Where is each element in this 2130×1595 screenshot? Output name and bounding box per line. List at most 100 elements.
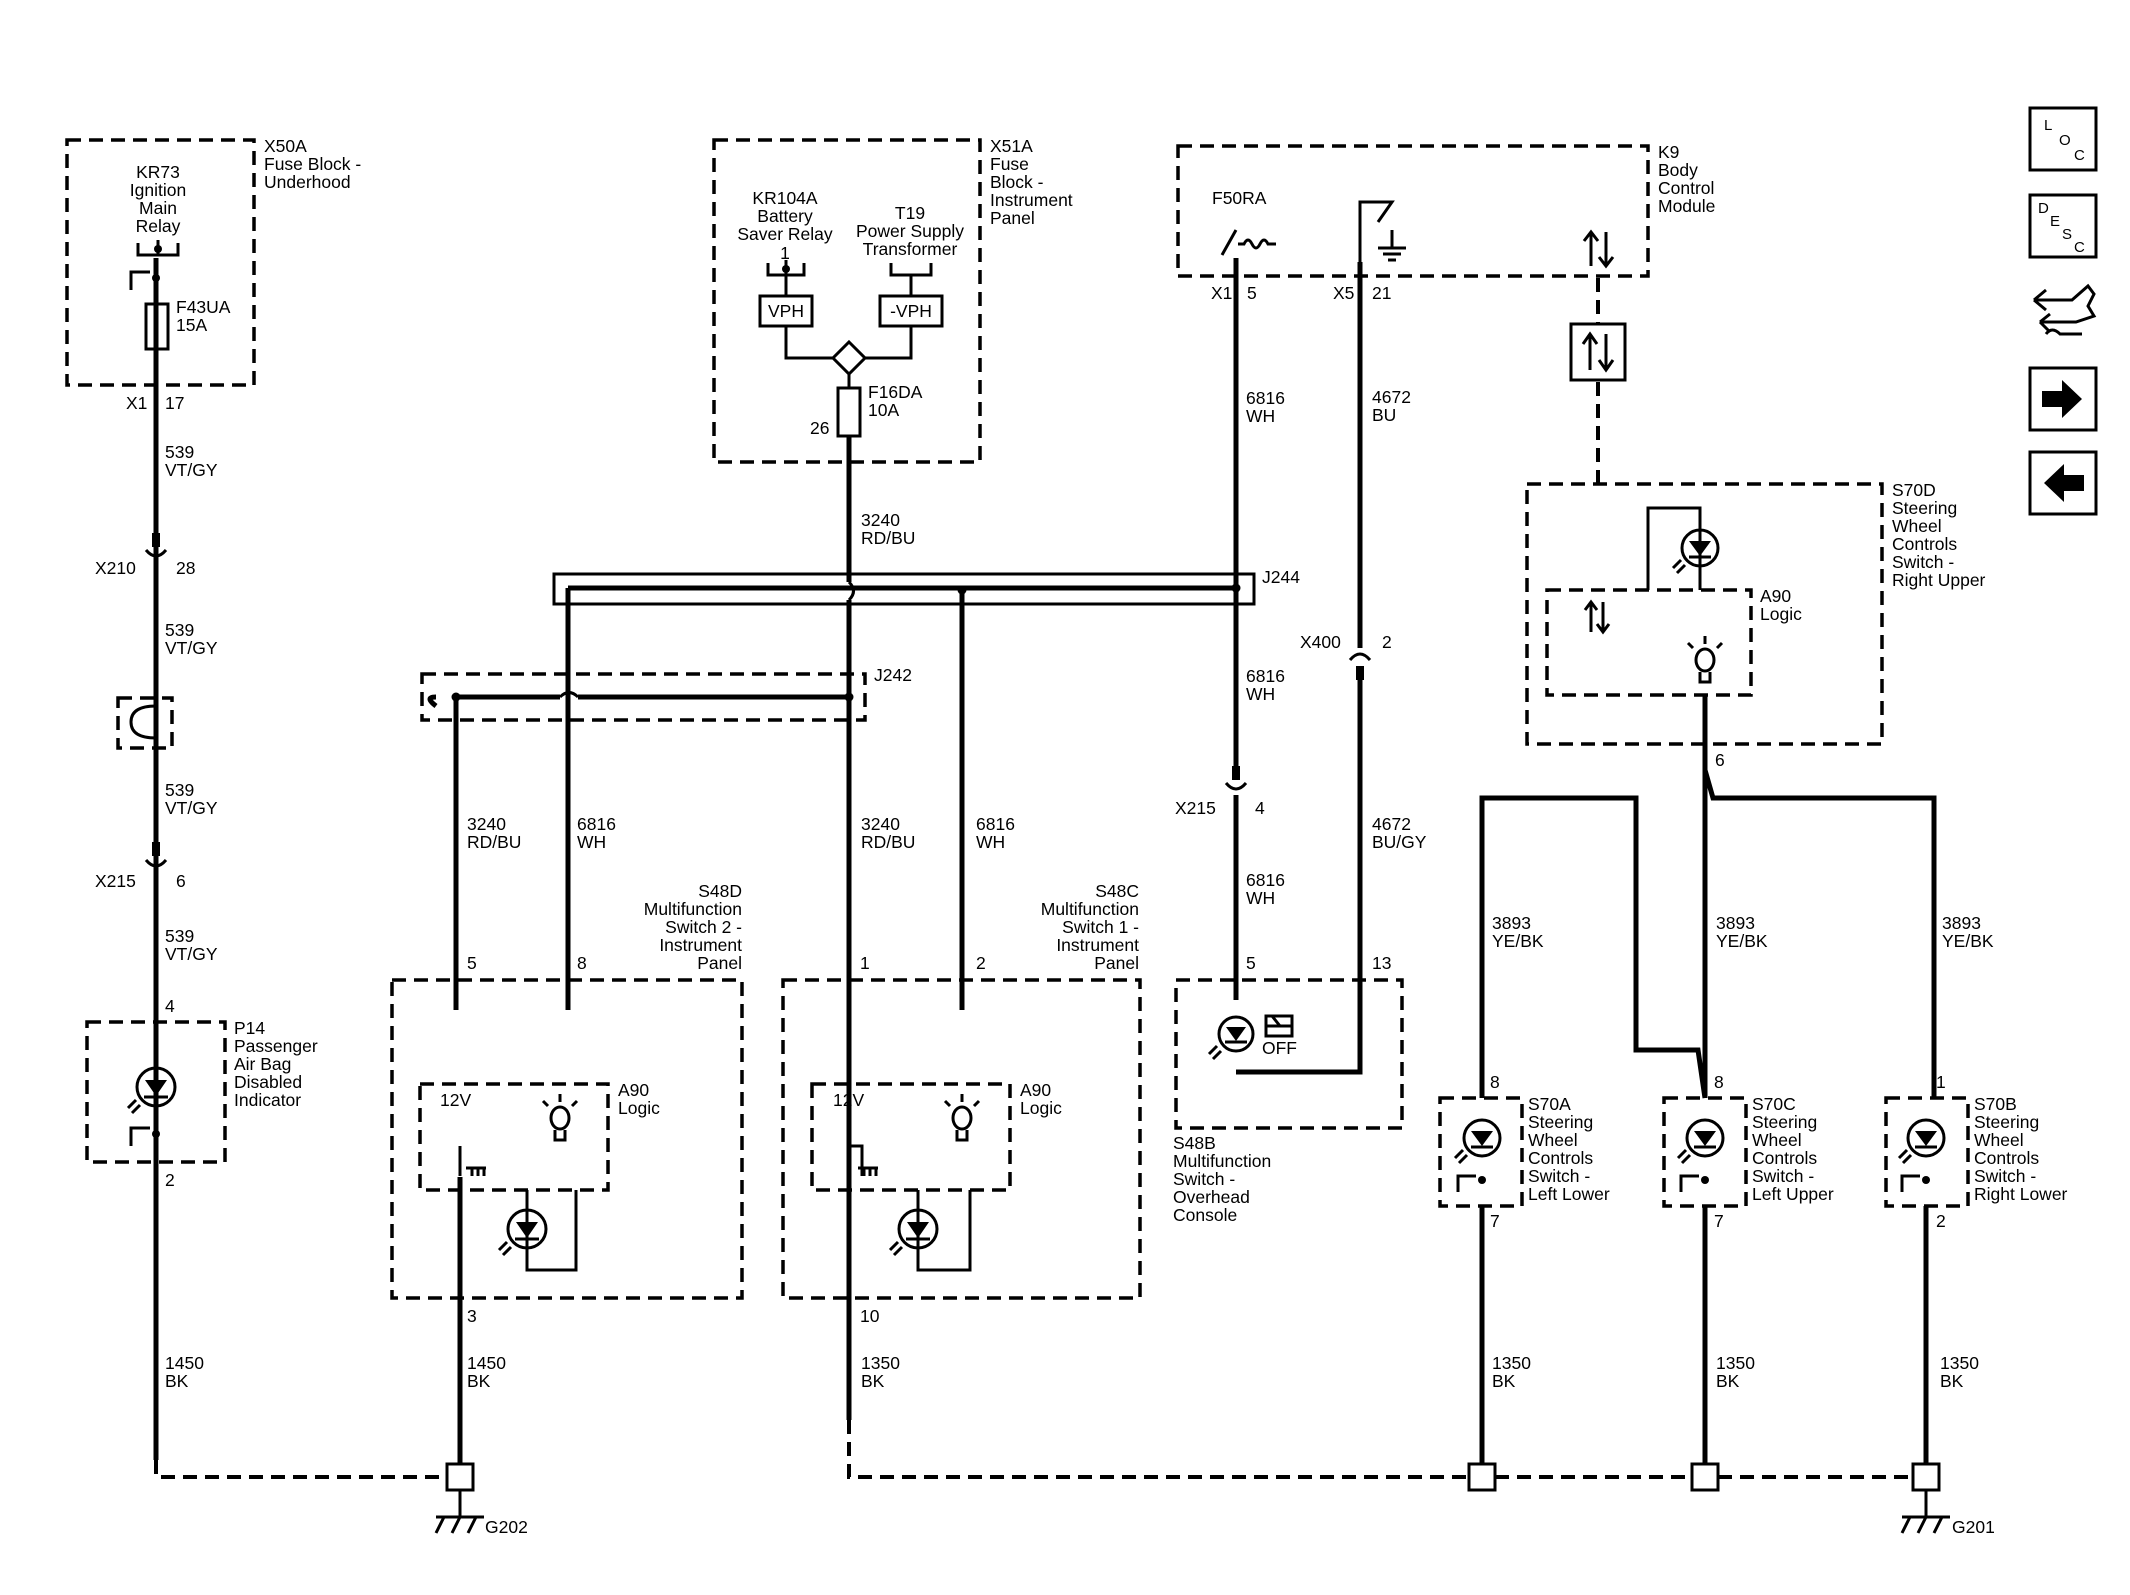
diagram-label: Disabled [234, 1072, 302, 1092]
diagram-label: S [2062, 226, 2072, 243]
wire-label: WH [976, 832, 1005, 852]
steering-wheel-switch-right-lower: 1 S70B Steering Wheel Controls Switch - … [1884, 1072, 2068, 1231]
diagram-label: Multifunction [1173, 1151, 1271, 1171]
wire-label: VT/GY [165, 638, 218, 658]
lamp-icon [943, 1094, 981, 1142]
bidirectional-data-icon [1582, 229, 1615, 269]
fuse-block-instrument-panel: X51A Fuse Block - Instrument Panel KR104… [712, 136, 1073, 464]
diagram-label: X51A [990, 136, 1033, 156]
diagram-label: Block - [990, 172, 1044, 192]
next-arrow-button[interactable] [2028, 366, 2098, 432]
diagram-label: Passenger [234, 1036, 318, 1056]
lamp-icon [541, 1094, 579, 1142]
diagram-label: 10A [868, 400, 899, 420]
diagram-label: C [2074, 239, 2085, 256]
diagram-label: L [2044, 117, 2052, 134]
location-button[interactable]: L O C [2028, 106, 2098, 172]
diagram-label: Fuse [990, 154, 1029, 174]
diagram-label: F50RA [1212, 188, 1267, 208]
wire-label: BK [467, 1371, 491, 1391]
inline-connector-x210: X210 28 [95, 533, 195, 578]
diagram-label: 8 [577, 953, 587, 973]
diagram-label: Fuse Block - [264, 154, 361, 174]
diagram-label: S70A [1528, 1094, 1571, 1114]
diagram-label: Logic [618, 1098, 660, 1118]
diagram-label: VPH [768, 301, 804, 321]
wire-label: 6816 [1246, 388, 1285, 408]
lamp-icon [1686, 636, 1724, 684]
diagram-label: S48D [698, 881, 742, 901]
diagram-label: J242 [874, 665, 912, 685]
diagram-label: 12V [833, 1090, 864, 1110]
diagram-label: C [2074, 147, 2085, 164]
wire-label: 1450 [467, 1353, 506, 1373]
connector-tool-icon[interactable] [2033, 283, 2097, 336]
wire-label: 539 [165, 442, 194, 462]
diagram-label: 6 [1715, 750, 1725, 770]
wire-label: 4672 [1372, 814, 1411, 834]
wire-label: 1350 [1716, 1353, 1755, 1373]
diagram-label: OFF [1262, 1038, 1297, 1058]
diagram-label: 13 [1372, 953, 1391, 973]
diagram-label: E [2050, 213, 2060, 230]
diagram-label: G201 [1952, 1517, 1995, 1537]
wire-label: 3893 [1492, 913, 1531, 933]
diagram-label: Steering [1752, 1112, 1817, 1132]
diagram-label: 1 [780, 243, 790, 263]
diagram-label: Battery [757, 206, 813, 226]
diagram-label: Switch 2 - [665, 917, 742, 937]
body-control-module: K9 Body Control Module F50RA X1 5 X5 21 [1176, 142, 1715, 303]
diagram-label: Switch - [1528, 1166, 1590, 1186]
wire-label: WH [577, 832, 606, 852]
diagram-label: Switch - [1892, 552, 1954, 572]
wire-label: 539 [165, 620, 194, 640]
diagram-label: KR104A [752, 188, 818, 208]
multifunction-switch-1: S48C Multifunction Switch 1 - Instrument… [781, 881, 1142, 1326]
diagram-label: Steering [1528, 1112, 1593, 1132]
wire-label: 3893 [1716, 913, 1755, 933]
diagram-label: Multifunction [1041, 899, 1139, 919]
diagram-label: S48C [1095, 881, 1139, 901]
diagram-label: 28 [176, 558, 195, 578]
diagram-label: Wheel [1892, 516, 1942, 536]
diagram-label: Body [1658, 160, 1698, 180]
diagram-label: S70D [1892, 480, 1936, 500]
diagram-label: D [2038, 200, 2049, 217]
wire-label: 3240 [861, 814, 900, 834]
wire-label: 6816 [1246, 666, 1285, 686]
diagram-label: Left Lower [1528, 1184, 1610, 1204]
diagram-label: Wheel [1528, 1130, 1578, 1150]
diagram-label: Logic [1760, 604, 1802, 624]
fuse-block-underhood: X50A Fuse Block - Underhood KR73 Ignitio… [65, 136, 361, 413]
wire-label: 6816 [1246, 870, 1285, 890]
diagram-label: Underhood [264, 172, 351, 192]
ground-g201: G201 [1467, 1462, 1995, 1537]
wire-label: 539 [165, 780, 194, 800]
ground-g202: G202 [434, 1462, 528, 1537]
diagram-label: J244 [1262, 567, 1300, 587]
diagram-label: 5 [1246, 953, 1256, 973]
diagram-label: Logic [1020, 1098, 1062, 1118]
previous-arrow-button[interactable] [2028, 450, 2098, 516]
wire-label: BK [861, 1371, 885, 1391]
wire-label: BK [165, 1371, 189, 1391]
diagram-label: 7 [1714, 1211, 1724, 1231]
wire-label: BU/GY [1372, 832, 1427, 852]
serial-data-icon [1569, 322, 1627, 382]
diagram-label: X210 [95, 558, 136, 578]
description-button[interactable]: D E S C [2028, 193, 2098, 259]
wire-label: 4672 [1372, 387, 1411, 407]
multifunction-switch-overhead: 5 13 OFF S48B Multifunction Switch - Ove… [1173, 953, 1404, 1225]
wire-label: VT/GY [165, 944, 218, 964]
diagram-label: 2 [1382, 632, 1392, 652]
diagram-label: 17 [165, 393, 184, 413]
wire-label: 1350 [1492, 1353, 1531, 1373]
diagram-label: Switch 1 - [1062, 917, 1139, 937]
diagram-label: 6 [176, 871, 186, 891]
wire-label: VT/GY [165, 460, 218, 480]
wire-label: 1350 [1940, 1353, 1979, 1373]
wire-label: 3240 [861, 510, 900, 530]
diagram-label: Console [1173, 1205, 1237, 1225]
diagram-label: 5 [467, 953, 477, 973]
